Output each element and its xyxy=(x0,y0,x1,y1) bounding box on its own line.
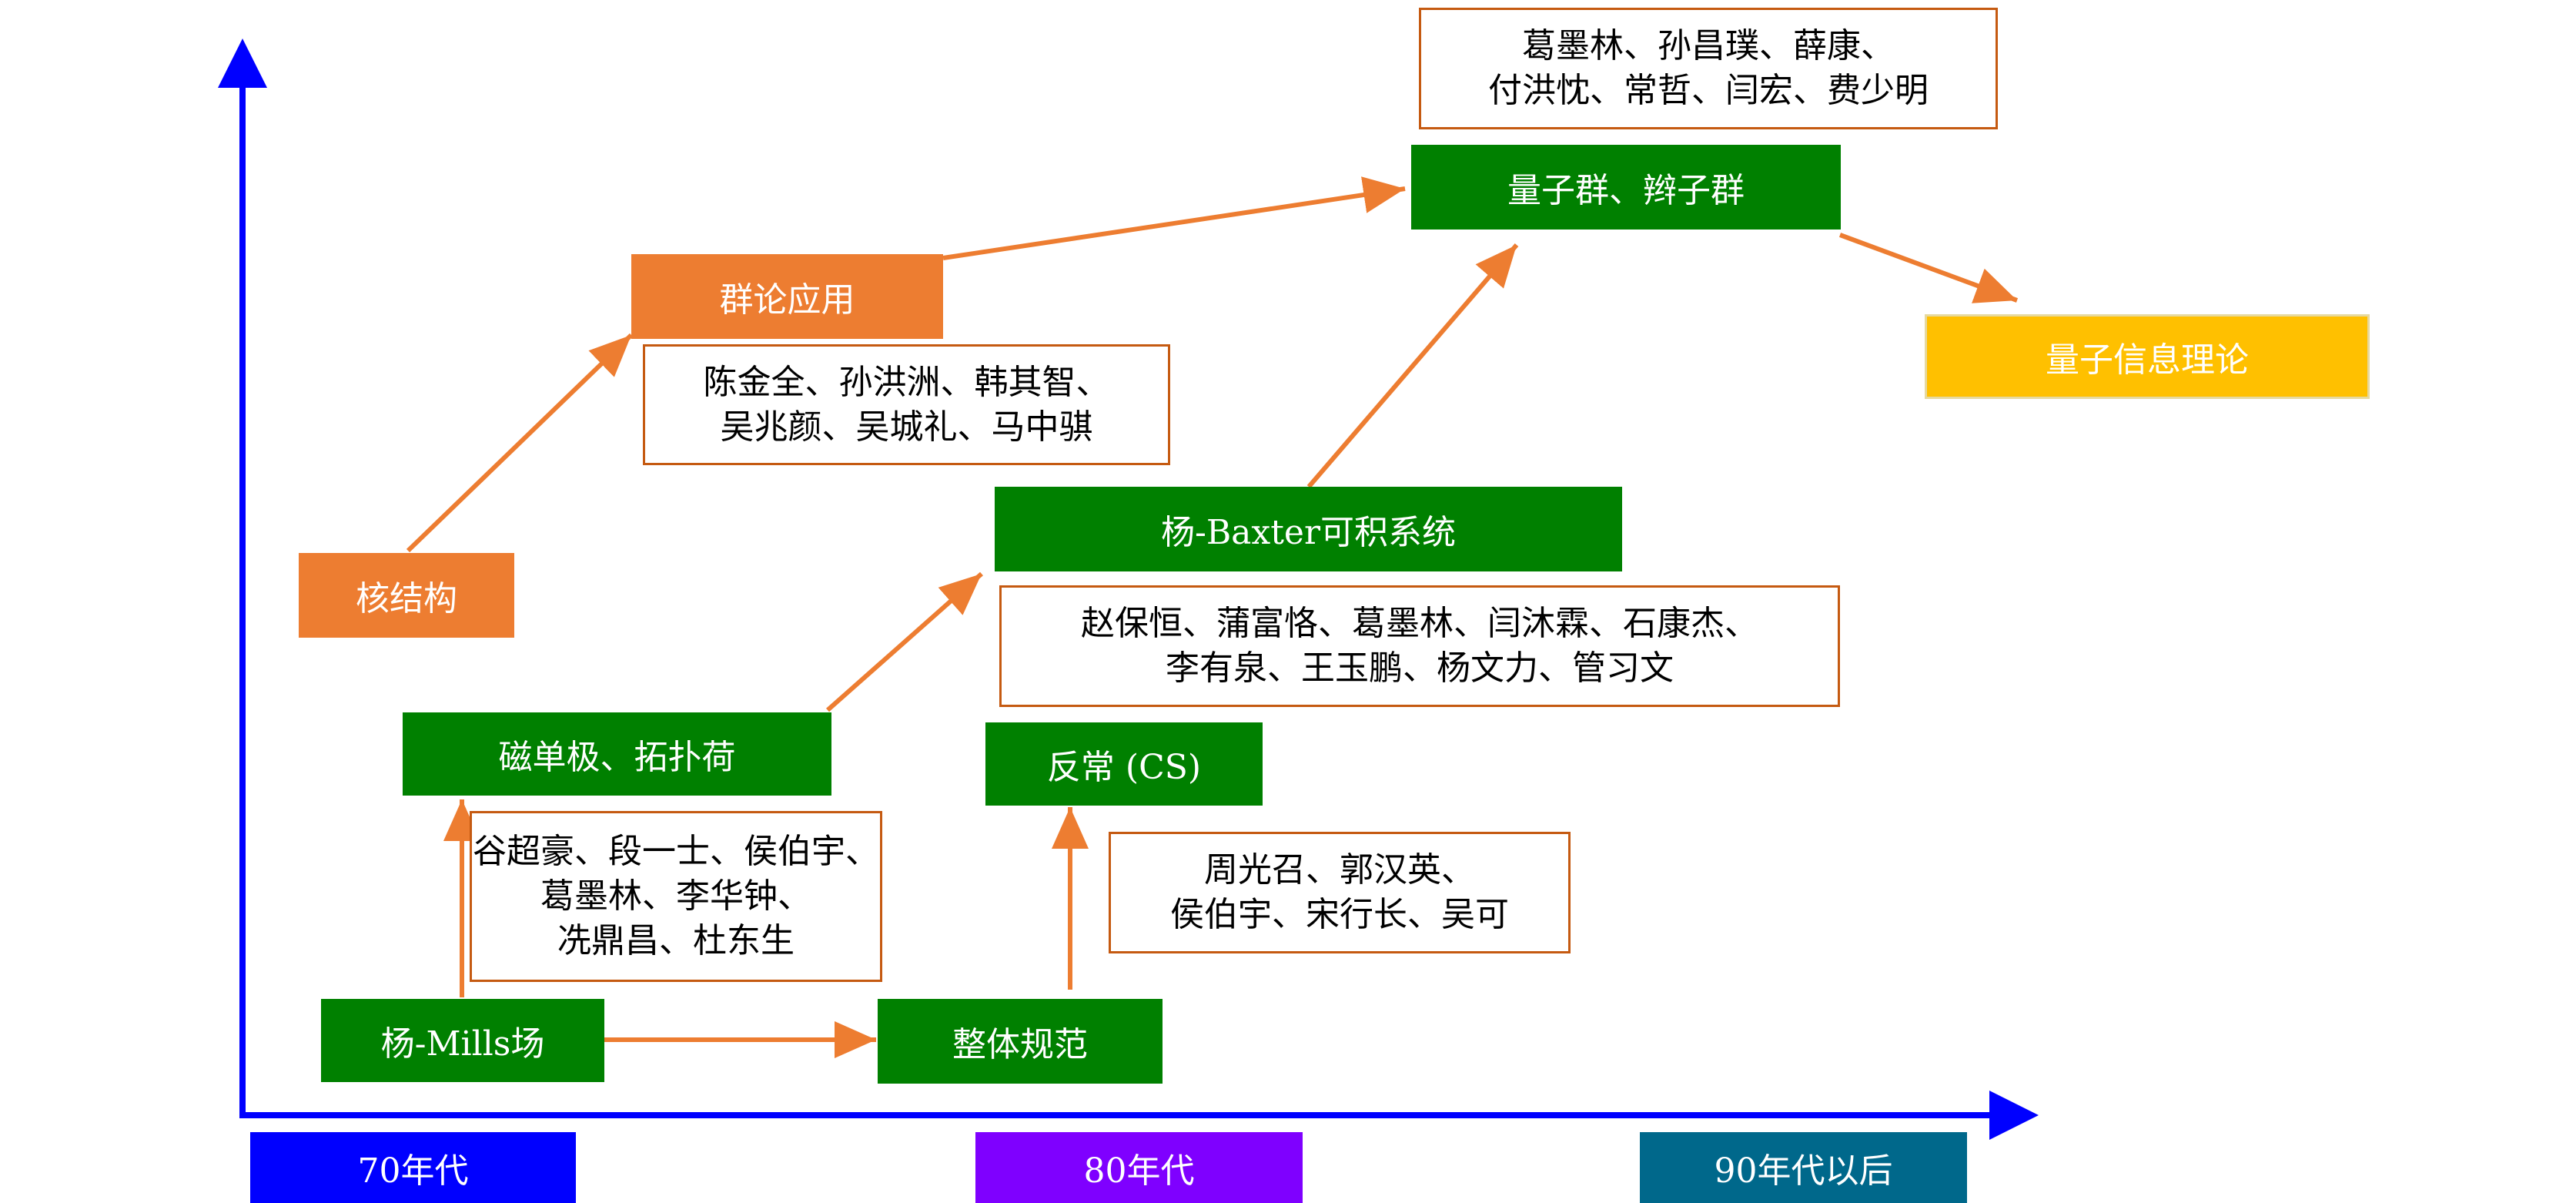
people-anomaly: 周光召、郭汉英、 侯伯宇、宋行长、吴可 xyxy=(1109,832,1571,953)
node-group-theory-application: 群论应用 xyxy=(631,254,943,339)
people-line: 侯伯宇、宋行长、吴可 xyxy=(1170,895,1509,934)
people-line: 吴兆颜、吴城礼、马中骐 xyxy=(720,407,1093,447)
node-yang-mills-field: 杨-Mills场 xyxy=(321,999,604,1082)
arrow-nuclear-to-group-theory xyxy=(406,333,634,553)
arrow-group-theory-to-quantum-group xyxy=(942,176,1406,260)
people-line: 赵保恒、蒲富恪、葛墨林、闫沐霖、石康杰、 xyxy=(1081,604,1758,643)
people-line: 葛墨林、孙昌璞、薛康、 xyxy=(1522,26,1895,65)
people-monopole: 谷超豪、段一士、侯伯宇、 葛墨林、李华钟、 冼鼎昌、杜东生 xyxy=(470,811,882,982)
era-label-90s-and-after: 90年代以后 xyxy=(1640,1132,1967,1203)
node-global-gauge: 整体规范 xyxy=(878,999,1163,1084)
node-nuclear-structure: 核结构 xyxy=(299,553,514,638)
arrow-monopole-to-yang-baxter xyxy=(826,571,983,712)
people-line: 冼鼎昌、杜东生 xyxy=(557,921,795,960)
people-line: 谷超豪、段一士、侯伯宇、 xyxy=(473,832,879,871)
era-label-70s: 70年代 xyxy=(250,1132,576,1203)
people-quantum-group: 葛墨林、孙昌璞、薛康、 付洪忱、常哲、闫宏、费少明 xyxy=(1419,8,1998,129)
people-line: 陈金全、孙洪洲、韩其智、 xyxy=(703,362,1110,402)
people-yang-baxter: 赵保恒、蒲富恪、葛墨林、闫沐霖、石康杰、 李有泉、王玉鹏、杨文力、管习文 xyxy=(999,585,1840,707)
people-line: 李有泉、王玉鹏、杨文力、管习文 xyxy=(1166,648,1674,688)
arrow-yang-baxter-to-quantum-group xyxy=(1306,243,1519,488)
people-line: 付洪忱、常哲、闫宏、费少明 xyxy=(1488,71,1929,110)
era-label-80s: 80年代 xyxy=(975,1132,1303,1203)
node-anomaly-cs: 反常 (CS) xyxy=(985,722,1263,806)
people-line: 葛墨林、李华钟、 xyxy=(540,876,811,916)
people-line: 周光召、郭汉英、 xyxy=(1204,850,1475,890)
node-quantum-group-braid-group: 量子群、辫子群 xyxy=(1411,145,1841,230)
node-yang-baxter-integrable: 杨-Baxter可积系统 xyxy=(995,487,1622,571)
node-monopole-topological-charge: 磁单极、拓扑荷 xyxy=(403,712,831,796)
node-quantum-information-theory: 量子信息理论 xyxy=(1925,314,2370,399)
people-group-theory: 陈金全、孙洪洲、韩其智、 吴兆颜、吴城礼、马中骐 xyxy=(643,344,1170,465)
arrow-quantum-group-to-quantum-information xyxy=(1838,233,2019,303)
